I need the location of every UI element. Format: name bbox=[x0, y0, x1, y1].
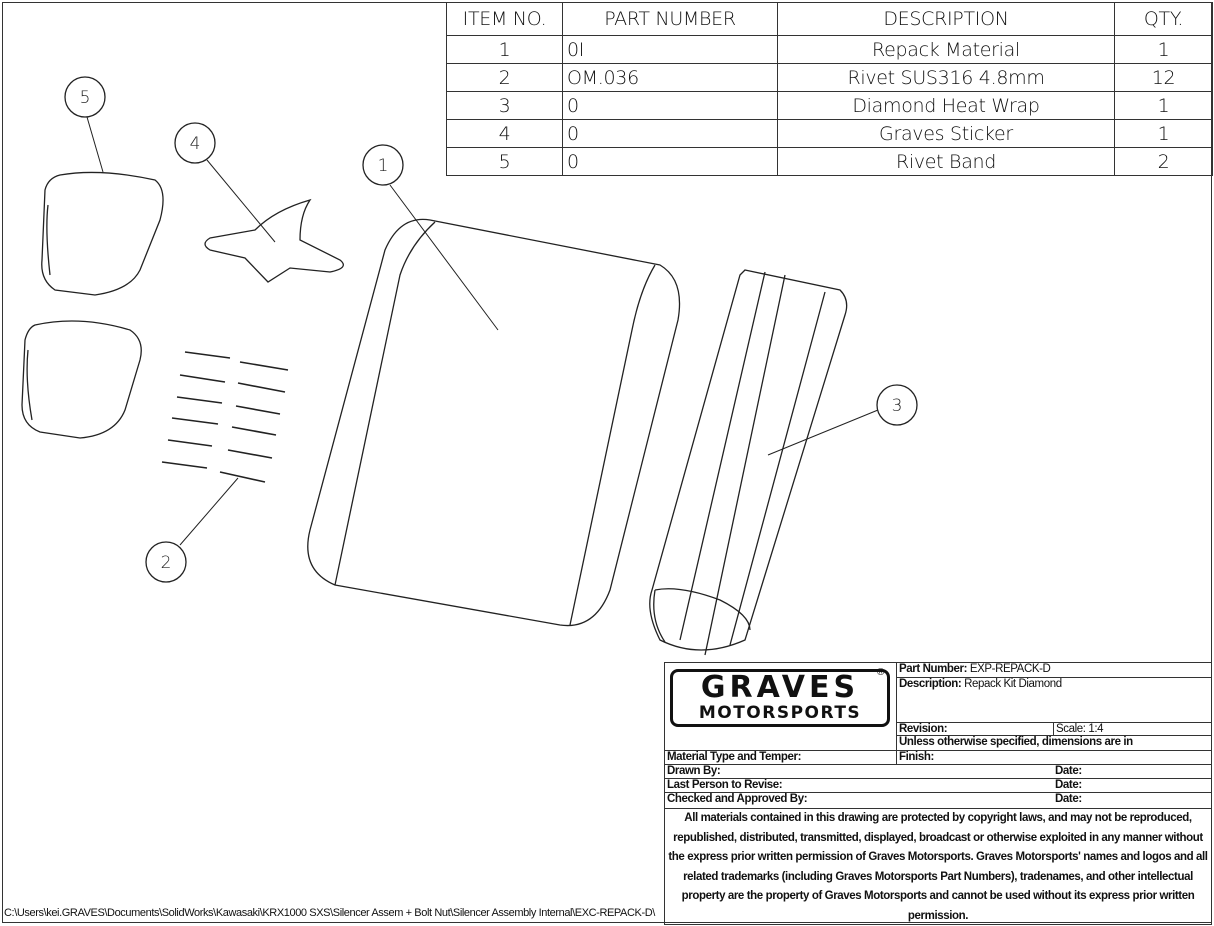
header-part-number: PART NUMBER bbox=[562, 2, 778, 36]
rivet-parts bbox=[161, 351, 289, 483]
balloon-label-5: 5 bbox=[80, 88, 91, 108]
description: Graves Sticker bbox=[777, 119, 1115, 148]
repack-material-part bbox=[307, 218, 681, 627]
bom-header-row: ITEM NO. PART NUMBER DESCRIPTION QTY. bbox=[446, 2, 1213, 36]
part-number: 0I bbox=[562, 35, 778, 64]
rivet-band-parts bbox=[21, 171, 164, 439]
qty: 1 bbox=[1114, 35, 1213, 64]
file-path: C:\Users\kei.GRAVES\Documents\SolidWorks… bbox=[4, 907, 655, 919]
item-balloons bbox=[64, 76, 918, 583]
item-no: 5 bbox=[446, 147, 563, 176]
balloon-4 bbox=[174, 122, 216, 164]
part-number: 0 bbox=[562, 147, 778, 176]
qty: 12 bbox=[1114, 63, 1213, 92]
qty: 1 bbox=[1114, 91, 1213, 120]
graves-sticker-part bbox=[204, 198, 344, 283]
qty: 1 bbox=[1114, 119, 1213, 148]
balloon-label-4: 4 bbox=[190, 134, 201, 154]
part-number: OM.036 bbox=[562, 63, 778, 92]
part-number-value: EXP-REPACK-D bbox=[969, 663, 1051, 675]
balloon-label-1: 1 bbox=[378, 156, 389, 176]
header-qty: QTY. bbox=[1114, 2, 1213, 36]
description: Diamond Heat Wrap bbox=[777, 91, 1115, 120]
item-no: 3 bbox=[446, 91, 563, 120]
balloon-5 bbox=[64, 76, 106, 118]
qty: 2 bbox=[1114, 147, 1213, 176]
description: Rivet SUS316 4.8mm bbox=[777, 63, 1115, 92]
registered-mark: ® bbox=[877, 667, 884, 678]
scale-cell: Scale: 1:4 bbox=[1053, 722, 1212, 736]
logo-cell: GRAVES MOTORSPORTS ® bbox=[664, 662, 897, 751]
leader-lines bbox=[86, 116, 879, 546]
balloon-3 bbox=[876, 384, 918, 426]
balloon-1 bbox=[362, 144, 404, 186]
item-no: 1 bbox=[446, 35, 563, 64]
balloon-label-2: 2 bbox=[161, 553, 172, 573]
description: Rivet Band bbox=[777, 147, 1115, 176]
description-value: Repack Kit Diamond bbox=[964, 678, 1062, 690]
drawn-by-row: Drawn By:Date: bbox=[664, 764, 1212, 779]
balloon-label-3: 3 bbox=[892, 396, 903, 416]
part-number: 0 bbox=[562, 91, 778, 120]
header-item-no: ITEM NO. bbox=[446, 2, 563, 36]
item-no: 2 bbox=[446, 63, 563, 92]
header-description: DESCRIPTION bbox=[777, 2, 1115, 36]
title-block: GRAVES MOTORSPORTS ® Part Number: EXP-RE… bbox=[664, 662, 1212, 925]
last-revise-row: Last Person to Revise:Date: bbox=[664, 778, 1212, 793]
material-cell: Material Type and Temper: bbox=[664, 750, 897, 765]
copyright-notice: All materials contained in this drawing … bbox=[664, 808, 1212, 925]
units-note-cell: Unless otherwise specified, dimensions a… bbox=[896, 735, 1212, 751]
balloon-2 bbox=[145, 541, 187, 583]
finish-cell: Finish: bbox=[896, 750, 1212, 765]
description-cell: Description: Repack Kit Diamond bbox=[896, 677, 1212, 723]
description: Repack Material bbox=[777, 35, 1115, 64]
item-no: 4 bbox=[446, 119, 563, 148]
diamond-heat-wrap-part bbox=[649, 269, 848, 656]
revision-cell: Revision: bbox=[896, 722, 1054, 736]
checked-row: Checked and Approved By:Date: bbox=[664, 792, 1212, 809]
graves-motorsports-logo: GRAVES MOTORSPORTS bbox=[670, 669, 890, 727]
part-number-cell: Part Number: EXP-REPACK-D bbox=[896, 662, 1212, 678]
part-number: 0 bbox=[562, 119, 778, 148]
